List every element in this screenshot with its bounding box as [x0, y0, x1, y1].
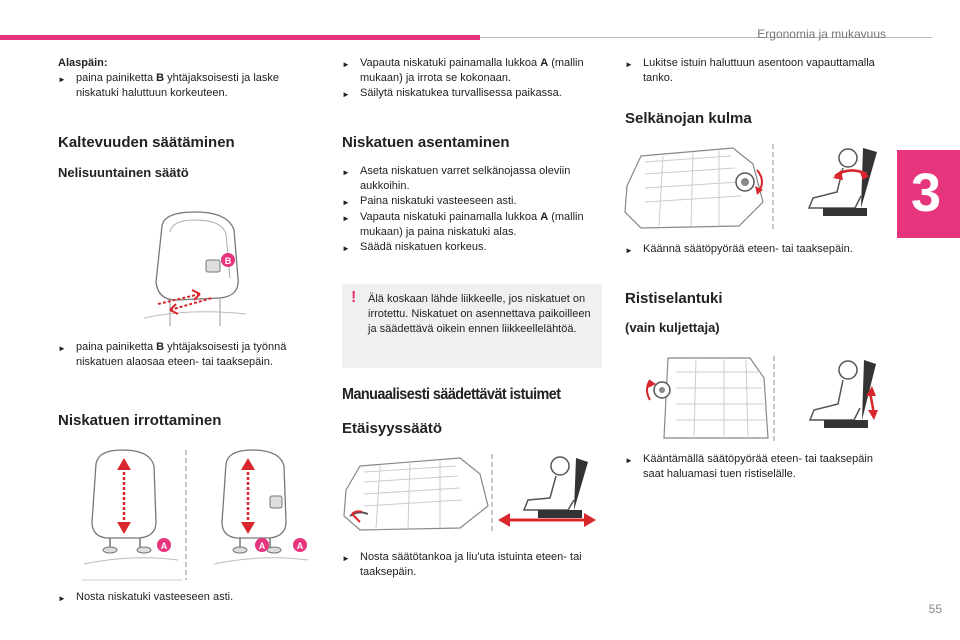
svg-text:A: A [297, 541, 304, 551]
manual-heading: Manuaalisesti säädettävät istuimet [342, 386, 561, 403]
remove-heading: Niskatuen irrottaminen [58, 412, 222, 429]
seat-distance-illustration [340, 450, 602, 535]
warning-text: Älä koskaan lähde liikkeelle, jos niskat… [368, 293, 591, 335]
lumbar-bullet: ► Kääntämällä säätöpyörää eteen- tai taa… [625, 453, 873, 480]
install-bullet-1: ► Aseta niskatuen varret selkänojassa ol… [342, 165, 571, 192]
lock-bullet: ► Lukitse istuin haluttuun asentoon vapa… [625, 57, 875, 84]
chapter-tab: 3 [897, 150, 960, 238]
install-bullet-3: ► Vapauta niskatuki painamalla lukkoa A … [342, 211, 584, 238]
headrest-tilt-illustration: B [140, 208, 250, 333]
triangle-bullet-icon: ► [342, 214, 350, 223]
label-b: B [225, 256, 232, 266]
triangle-bullet-icon: ► [58, 594, 66, 603]
triangle-bullet-icon: ► [58, 344, 66, 353]
svg-text:A: A [259, 541, 266, 551]
page-number: 55 [928, 602, 942, 616]
header-rule [480, 37, 932, 38]
headrest-removal-illustration: A A A [82, 444, 322, 584]
store-bullet: ► Säilytä niskatukea turvallisessa paika… [342, 86, 604, 102]
down-bullet: ► paina painiketta B yhtäjaksoisesti ja … [58, 72, 280, 99]
lumbar-support-illustration [640, 352, 885, 444]
release-bullet: ► Vapauta niskatuki painamalla lukkoa A … [342, 57, 584, 84]
column-middle: ► Vapauta niskatuki painamalla lukkoa A … [342, 56, 604, 102]
install-bullet-2: ► Paina niskatuki vasteeseen asti. [342, 194, 604, 210]
triangle-bullet-icon: ► [342, 244, 350, 253]
section-title: Ergonomia ja mukavuus [757, 27, 886, 41]
backrest-bullet: ► Käännä säätöpyörää eteen- tai taaksepä… [625, 242, 887, 258]
svg-text:A: A [161, 541, 168, 551]
down-label: Alaspäin: [58, 57, 108, 69]
triangle-bullet-icon: ► [342, 554, 350, 563]
chapter-number: 3 [911, 163, 942, 223]
backrest-angle-illustration [623, 142, 885, 234]
tilt-heading: Kaltevuuden säätäminen [58, 134, 235, 151]
triangle-bullet-icon: ► [625, 60, 633, 69]
triangle-bullet-icon: ► [625, 246, 633, 255]
distance-heading: Etäisyyssäätö [342, 420, 443, 437]
exclamation-icon: ! [351, 289, 357, 306]
triangle-bullet-icon: ► [342, 198, 350, 207]
install-heading: Niskatuen asentaminen [342, 134, 510, 151]
triangle-bullet-icon: ► [342, 168, 350, 177]
four-way-bullet: ► paina painiketta B yhtäjaksoisesti ja … [58, 341, 287, 368]
warning-box: ! Älä koskaan lähde liikkeelle, jos nisk… [342, 284, 602, 368]
triangle-bullet-icon: ► [342, 60, 350, 69]
four-way-heading: Nelisuuntainen säätö [58, 165, 189, 180]
install-bullet-4: ► Säädä niskatuen korkeus. [342, 240, 604, 256]
triangle-bullet-icon: ► [342, 90, 350, 99]
lumbar-heading: Ristiselantuki [625, 290, 723, 307]
lumbar-subheading: (vain kuljettaja) [625, 320, 720, 335]
remove-bullet: ► Nosta niskatuki vasteeseen asti. [58, 590, 320, 606]
header-accent-bar [0, 35, 480, 40]
triangle-bullet-icon: ► [58, 75, 66, 84]
triangle-bullet-icon: ► [625, 456, 633, 465]
column-right: ► Lukitse istuin haluttuun asentoon vapa… [625, 56, 887, 86]
distance-bullet: ► Nosta säätötankoa ja liu'uta istuinta … [342, 551, 582, 578]
backrest-heading: Selkänojan kulma [625, 110, 752, 127]
column-left: Alaspäin: ► paina painiketta B yhtäjakso… [58, 56, 320, 101]
install-bullets: ► Aseta niskatuen varret selkänojassa ol… [342, 164, 604, 256]
